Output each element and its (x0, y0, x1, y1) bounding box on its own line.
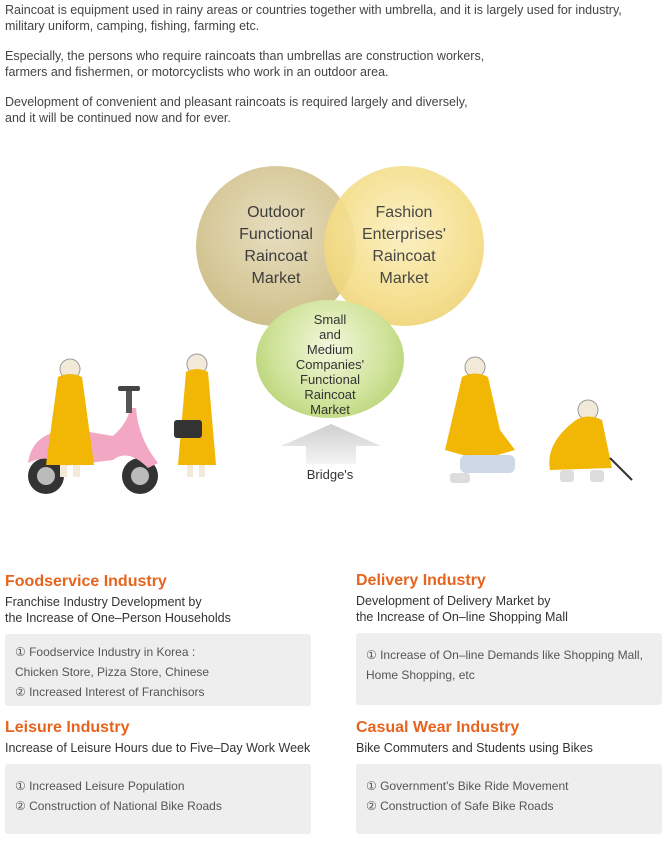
leisure-subtitle: Increase of Leisure Hours due to Five–Da… (5, 741, 311, 755)
list-item: ① Increase of On–line Demands like Shopp… (366, 648, 643, 682)
delivery-title: Delivery Industry (356, 572, 486, 589)
leisure-box: ① Increased Leisure Population ② Constru… (5, 764, 311, 834)
market-diagram: Outdoor Functional Raincoat Market Fashi… (0, 160, 663, 500)
intro-paragraph-3: Development of convenient and pleasant r… (5, 95, 468, 125)
sme-market-circle: Small and Medium Companies' Functional R… (256, 300, 404, 418)
delivery-subtitle: Development of Delivery Market by the In… (356, 594, 568, 624)
casual-title: Casual Wear Industry (356, 719, 520, 736)
fashion-market-circle: Fashion Enterprises' Raincoat Market (324, 166, 484, 326)
casual-section: Casual Wear Industry Bike Commuters and … (356, 718, 662, 834)
delivery-section: Delivery Industry Development of Deliver… (356, 571, 662, 705)
leisure-title: Leisure Industry (5, 719, 130, 736)
casual-subtitle: Bike Commuters and Students using Bikes (356, 741, 593, 755)
list-item: ② Construction of National Bike Roads (15, 799, 222, 813)
leisure-section: Leisure Industry Increase of Leisure Hou… (5, 718, 311, 834)
sme-market-label: Small and Medium Companies' Functional R… (295, 311, 365, 417)
raincoat-figure-icon (174, 353, 216, 477)
foodservice-section: Foodservice Industry Franchise Industry … (5, 572, 311, 706)
foodservice-subtitle: Franchise Industry Development by the In… (5, 595, 231, 625)
intro-text: Raincoat is equipment used in rainy area… (5, 2, 655, 140)
list-item: ② Increased Interest of Franchisors (15, 685, 205, 699)
outdoor-market-label: Outdoor Functional Raincoat Market (239, 204, 313, 287)
list-item: ① Government's Bike Ride Movement (366, 779, 569, 793)
foodservice-title: Foodservice Industry (5, 573, 167, 590)
intro-paragraph-2: Especially, the persons who require rain… (5, 49, 485, 79)
raincoat-figure-icon (46, 358, 94, 477)
bridge-arrow-icon (281, 424, 381, 464)
list-item: ② Construction of Safe Bike Roads (366, 799, 554, 813)
bridge-label: Bridge's (306, 467, 354, 482)
raincoat-figure-icon (445, 356, 515, 483)
delivery-box: ① Increase of On–line Demands like Shopp… (356, 633, 662, 705)
raincoat-figure-icon (549, 399, 633, 482)
casual-box: ① Government's Bike Ride Movement ② Cons… (356, 764, 662, 834)
list-item: ① Foodservice Industry in Korea : Chicke… (15, 645, 210, 679)
intro-paragraph-1: Raincoat is equipment used in rainy area… (5, 3, 622, 33)
list-item: ① Increased Leisure Population (15, 779, 185, 793)
fashion-market-label: Fashion Enterprises' Raincoat Market (362, 204, 446, 287)
foodservice-box: ① Foodservice Industry in Korea : Chicke… (5, 634, 311, 706)
